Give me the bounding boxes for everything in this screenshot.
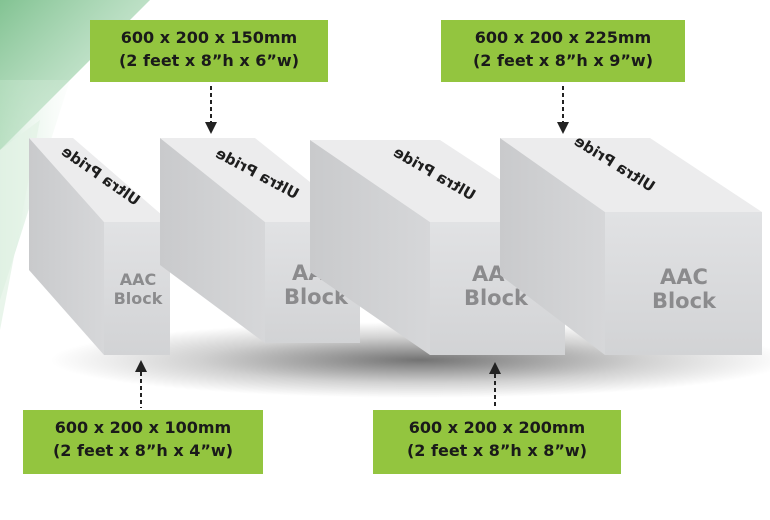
arrow-head-up-icon [489,362,501,374]
size-label-imperial: (2 feet x 8”h x 8”w) [406,441,588,460]
arrow-200 [489,362,501,408]
arrow-225 [557,86,569,134]
block-top-face [29,138,170,222]
size-label-150mm: 600 x 200 x 150mm (2 feet x 8”h x 6”w) [90,20,328,82]
size-label-225mm: 600 x 200 x 225mm (2 feet x 8”h x 9”w) [441,20,685,82]
block-top-face [500,138,762,212]
block-side-face [310,140,430,355]
arrow-head-down-icon [205,122,217,134]
size-label-imperial: (2 feet x 8”h x 6”w) [118,51,300,70]
size-label-100mm: 600 x 200 x 100mm (2 feet x 8”h x 4”w) [23,410,263,474]
block-side-face [500,138,605,355]
arrow-100 [135,360,147,408]
block-face-label-line1: AAC [660,265,708,289]
block-face-label-line2: Block [464,286,529,310]
size-label-imperial: (2 feet x 8”h x 9”w) [472,51,654,70]
block-face-label-line1: AAC [120,270,157,289]
block-front-face [104,222,170,355]
block-side-face [160,138,265,343]
arrow-head-up-icon [135,360,147,372]
size-label-metric: 600 x 200 x 225mm [474,28,652,47]
block-face-label-line2: Block [114,289,163,308]
block-side-face [29,138,104,355]
size-label-metric: 600 x 200 x 150mm [120,28,298,47]
arrow-head-down-icon [557,122,569,134]
aac-block-100: Ultra Pride AAC Block [29,138,170,355]
arrow-150 [205,86,217,134]
size-label-200mm: 600 x 200 x 200mm (2 feet x 8”h x 8”w) [373,410,621,474]
aac-block-225: Ultra Pride AAC Block [500,132,762,355]
size-label-metric: 600 x 200 x 200mm [408,418,586,437]
size-label-metric: 600 x 200 x 100mm [54,418,232,437]
aac-block-200: Ultra Pride AAC Block [310,140,565,355]
block-front-face [605,212,762,355]
block-face-label-line2: Block [652,289,717,313]
size-label-imperial: (2 feet x 8”h x 4”w) [52,441,234,460]
